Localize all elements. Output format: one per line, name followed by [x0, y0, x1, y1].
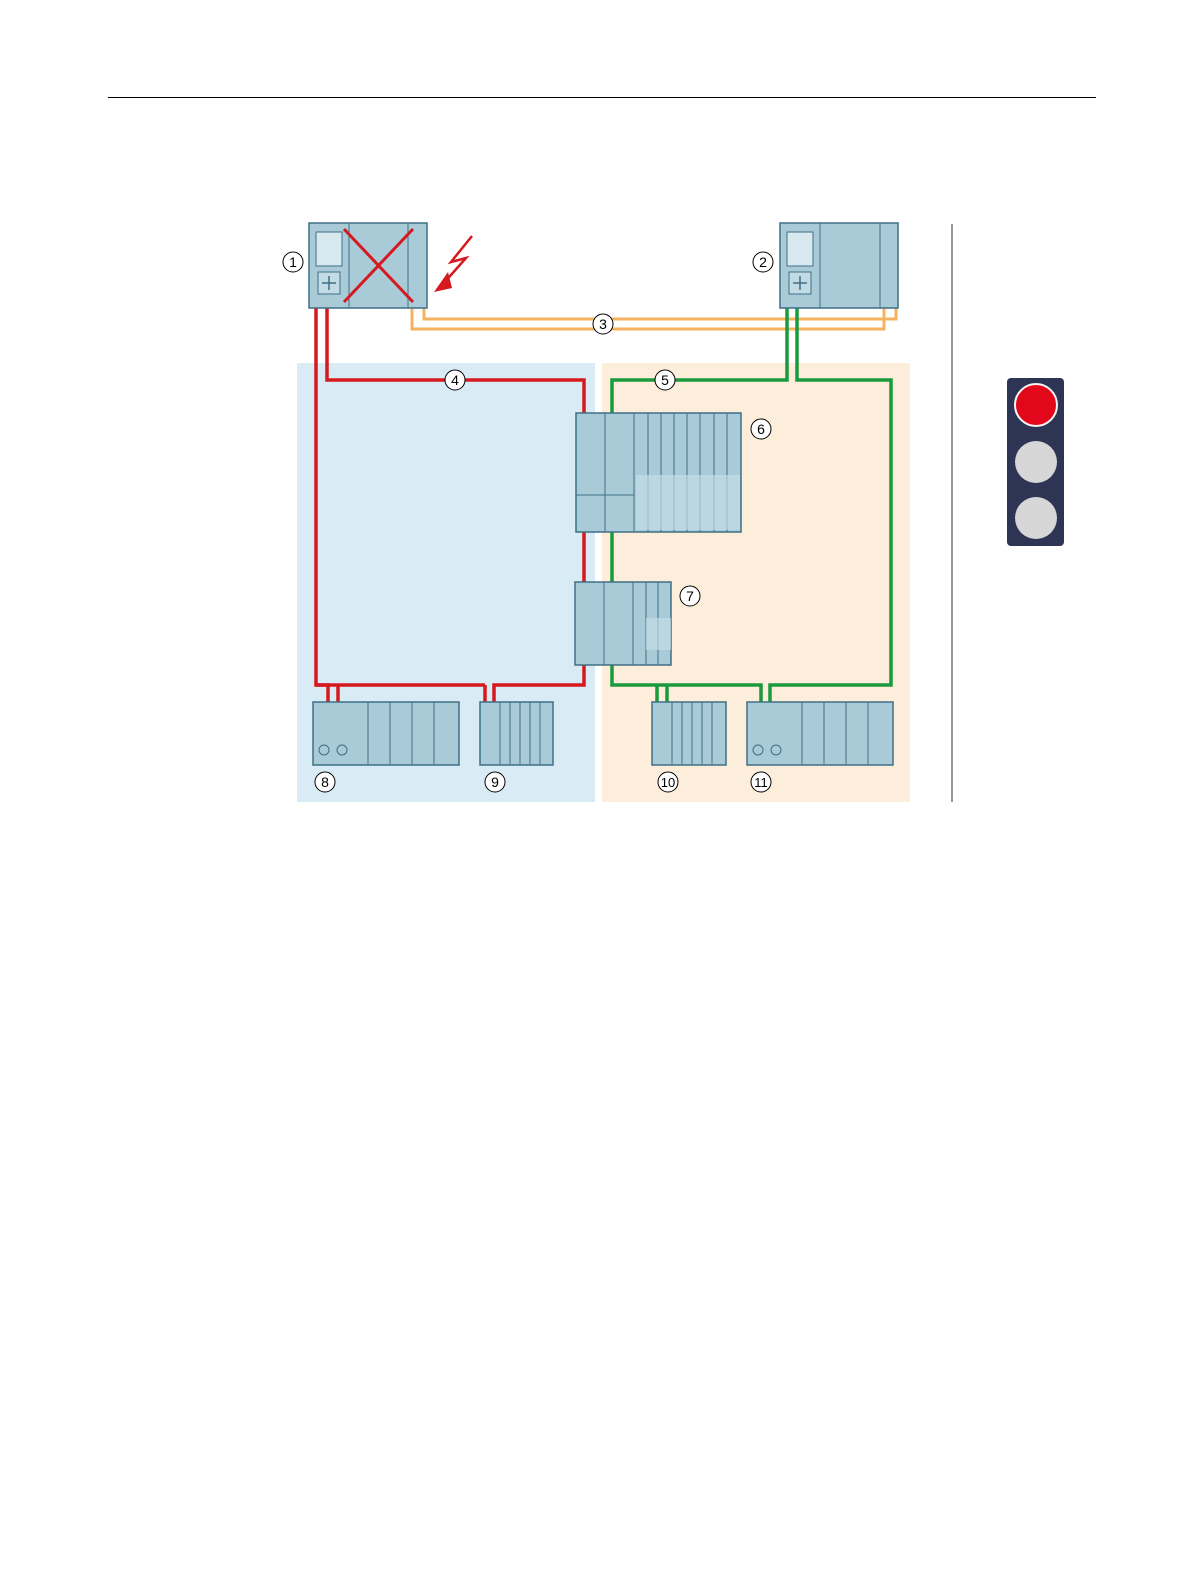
io-station-11	[747, 702, 893, 765]
callout-5: 5	[655, 370, 675, 390]
cpu-primary	[309, 223, 427, 308]
svg-text:4: 4	[451, 372, 459, 388]
svg-text:9: 9	[491, 774, 499, 790]
callout-11: 11	[751, 772, 771, 792]
lightning-icon	[434, 236, 472, 292]
signal-middle-lamp	[1015, 441, 1057, 483]
io-station-10	[652, 702, 726, 765]
callout-3: 3	[593, 314, 613, 334]
callout-8: 8	[315, 772, 335, 792]
traffic-light-icon	[1007, 378, 1064, 546]
svg-text:7: 7	[686, 588, 694, 604]
signal-red-lamp	[1015, 384, 1057, 426]
svg-text:3: 3	[599, 316, 607, 332]
io-station-8	[313, 702, 459, 765]
svg-text:11: 11	[754, 775, 768, 790]
callout-6: 6	[751, 419, 771, 439]
callout-10: 10	[658, 772, 678, 792]
callout-4: 4	[445, 370, 465, 390]
sync-link	[412, 306, 896, 329]
svg-text:6: 6	[757, 421, 765, 437]
io-station-6	[576, 413, 741, 532]
svg-text:5: 5	[661, 372, 669, 388]
svg-text:10: 10	[661, 775, 675, 790]
io-station-9	[480, 702, 553, 765]
callout-9: 9	[485, 772, 505, 792]
svg-text:8: 8	[321, 774, 329, 790]
svg-text:2: 2	[759, 254, 767, 270]
svg-text:1: 1	[289, 254, 297, 270]
callout-1: 1	[283, 252, 303, 272]
callout-7: 7	[680, 586, 700, 606]
callout-2: 2	[753, 252, 773, 272]
cpu-backup	[780, 223, 898, 308]
io-station-7	[575, 582, 671, 665]
signal-bottom-lamp	[1015, 497, 1057, 539]
